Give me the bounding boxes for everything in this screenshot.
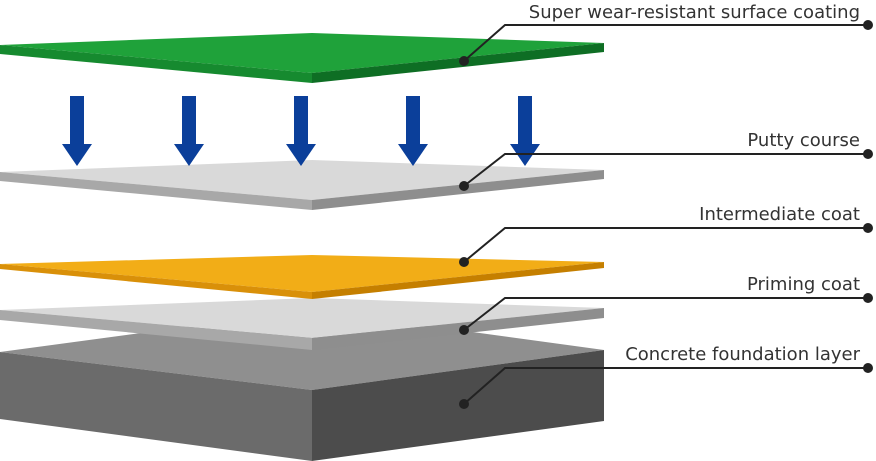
intermediate-left-edge xyxy=(0,264,312,299)
down-arrow-icon xyxy=(286,96,316,166)
intermediate-right-edge xyxy=(312,262,604,299)
intermediate-coat-layer xyxy=(0,255,604,299)
label-putty-course: Putty course xyxy=(747,130,860,151)
down-arrow-icon xyxy=(510,96,540,166)
priming-coat-layer xyxy=(0,298,604,350)
leader-line-putty xyxy=(459,149,873,191)
down-arrow-icon xyxy=(62,96,92,166)
leader-line-intermediate xyxy=(459,223,873,267)
down-arrow-icon xyxy=(174,96,204,166)
putty-course-layer xyxy=(0,160,604,210)
putty-left-edge xyxy=(0,172,312,210)
arrow-row xyxy=(62,96,540,166)
putty-right-edge xyxy=(312,170,604,210)
leader-line-priming xyxy=(459,293,873,335)
surface-top-face xyxy=(0,33,604,73)
concrete-right-face xyxy=(312,350,604,461)
down-arrow-icon xyxy=(398,96,428,166)
label-intermediate-coat: Intermediate coat xyxy=(699,204,860,225)
surface-left-edge xyxy=(0,45,312,83)
super-wear-resistant-surface-coating-layer xyxy=(0,33,604,83)
label-super-wear-resistant-surface-coating: Super wear-resistant surface coating xyxy=(529,2,860,23)
leader-line-super-wear xyxy=(459,20,873,66)
concrete-left-face xyxy=(0,352,312,461)
priming-right-edge xyxy=(312,308,604,350)
putty-top-face xyxy=(0,160,604,200)
priming-left-edge xyxy=(0,310,312,350)
priming-top-face xyxy=(0,298,604,338)
label-concrete-foundation-layer: Concrete foundation layer xyxy=(625,344,860,365)
intermediate-top-face xyxy=(0,255,604,292)
leader-line-concrete xyxy=(459,363,873,409)
surface-right-edge xyxy=(312,43,604,83)
label-priming-coat: Priming coat xyxy=(747,274,860,295)
